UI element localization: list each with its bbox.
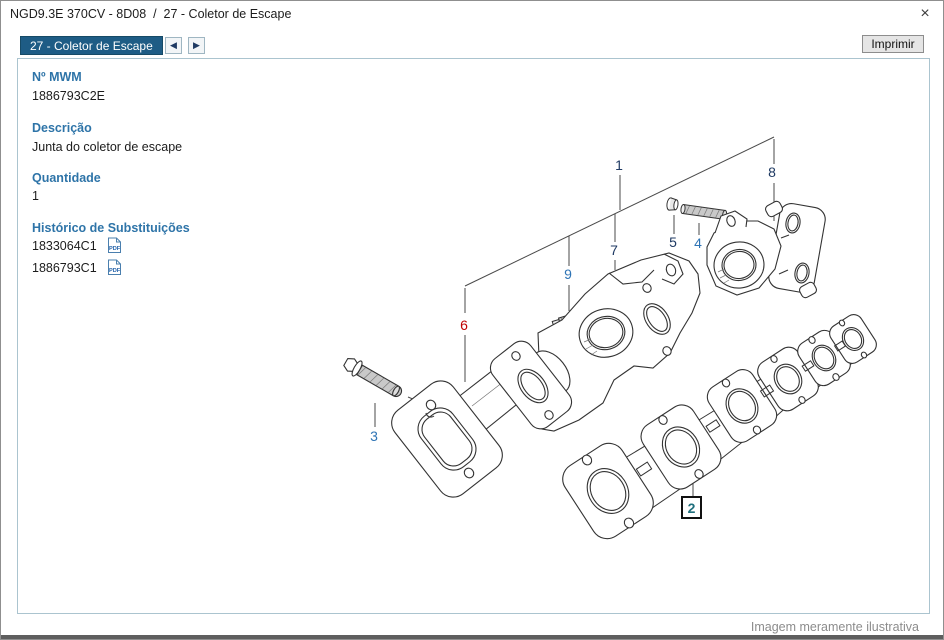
illustrative-caption: Imagem meramente ilustrativa	[750, 620, 919, 634]
callout-2: 2	[688, 500, 696, 516]
history-label: Histórico de Substituições	[32, 221, 190, 235]
quantity-value: 1	[32, 189, 39, 203]
pdf-icon: PDF	[107, 259, 121, 275]
mwm-number-label: Nº MWM	[32, 70, 82, 84]
svg-text:PDF: PDF	[109, 246, 121, 252]
exploded-diagram: 1 7 9 5 4 8 6 3 2	[343, 136, 877, 540]
history-code: 1833064C1	[32, 238, 97, 253]
svg-text:PDF: PDF	[109, 268, 121, 274]
history-row: 1886793C1 PDF	[32, 259, 122, 276]
callout-4[interactable]: 4	[694, 235, 702, 251]
nut-part	[666, 197, 679, 211]
leader-lines	[374, 136, 775, 496]
callout-6[interactable]: 6	[460, 317, 468, 333]
callout-2-selected[interactable]: 2	[681, 496, 702, 519]
window-title: NGD9.3E 370CV - 8D08 / 27 - Coletor de E…	[10, 7, 292, 21]
description-value: Junta do coletor de escape	[32, 140, 183, 154]
window-bottom-edge	[1, 635, 943, 639]
description-label: Descrição	[32, 121, 92, 135]
prev-section-button[interactable]: ◀	[165, 37, 182, 54]
end-flange-part	[706, 200, 826, 299]
content-panel: Nº MWM 1886793C2E Descrição Junta do col…	[17, 58, 930, 614]
history-code: 1886793C1	[32, 260, 97, 275]
gasket-part	[562, 314, 877, 540]
callout-9[interactable]: 9	[564, 266, 572, 282]
hex-bolt-part	[343, 357, 403, 397]
quantity-label: Quantidade	[32, 171, 101, 185]
pdf-link[interactable]: PDF	[107, 259, 122, 276]
part-info: Nº MWM 1886793C2E Descrição Junta do col…	[32, 59, 332, 359]
callout-8[interactable]: 8	[768, 164, 776, 180]
next-section-button[interactable]: ▶	[188, 37, 205, 54]
chevron-right-icon: ▶	[193, 40, 200, 50]
close-icon[interactable]: ×	[920, 5, 930, 22]
pdf-link[interactable]: PDF	[107, 237, 122, 254]
callout-7[interactable]: 7	[610, 242, 618, 258]
manifold-centre-part	[391, 252, 701, 498]
print-button[interactable]: Imprimir	[862, 35, 924, 53]
history-row: 1833064C1 PDF	[32, 237, 122, 254]
chevron-left-icon: ◀	[170, 40, 177, 50]
callout-labels: 1 7 9 5 4 8 6 3 2	[370, 157, 776, 519]
callout-3[interactable]: 3	[370, 428, 378, 444]
section-badge: 27 - Coletor de Escape	[20, 36, 163, 55]
mwm-number-value: 1886793C2E	[32, 89, 105, 103]
callout-1[interactable]: 1	[615, 157, 623, 173]
pdf-icon: PDF	[107, 237, 121, 253]
callout-5[interactable]: 5	[669, 234, 677, 250]
